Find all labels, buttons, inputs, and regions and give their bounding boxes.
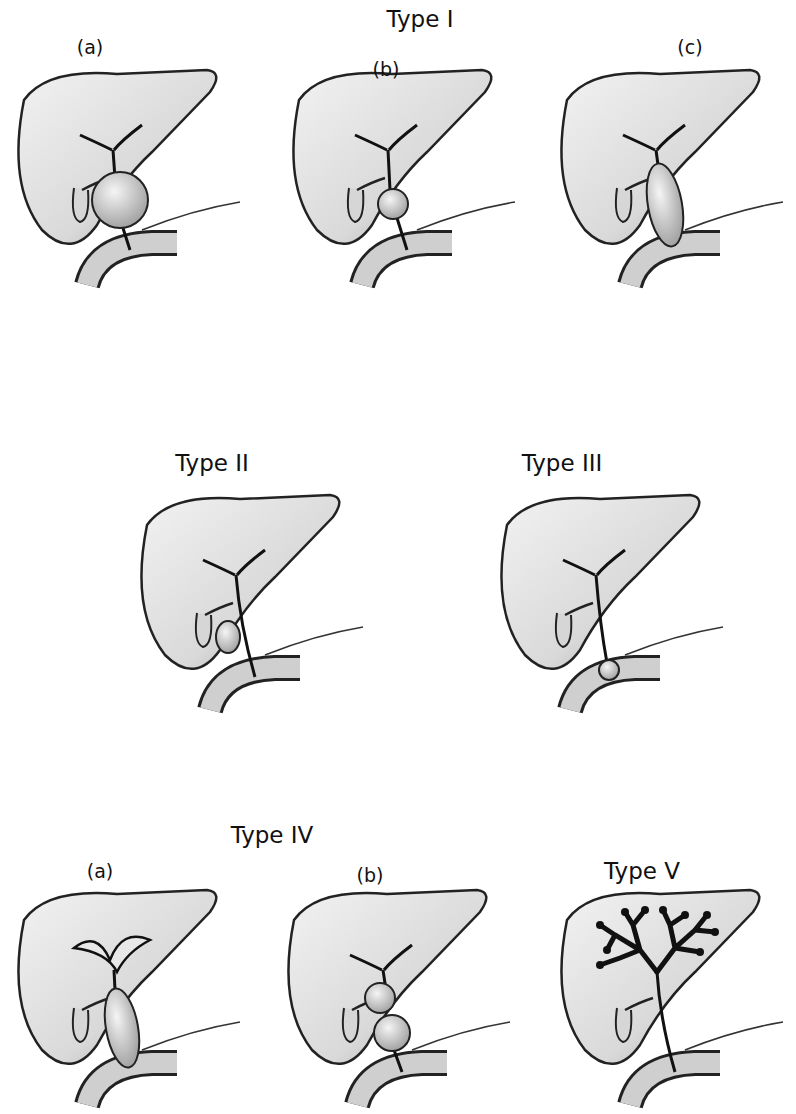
type-label: Type III [522,450,603,476]
type-label: Type V [604,858,680,884]
subtype-label: (a) [87,860,113,882]
subtype-label: (c) [677,36,702,58]
type-label: Type IV [231,822,314,848]
subtype-label: (a) [77,36,103,58]
subtype-label: (b) [373,58,400,80]
subtype-label: (b) [357,864,384,886]
type-label: Type II [175,450,249,476]
type-label: Type I [387,6,454,32]
